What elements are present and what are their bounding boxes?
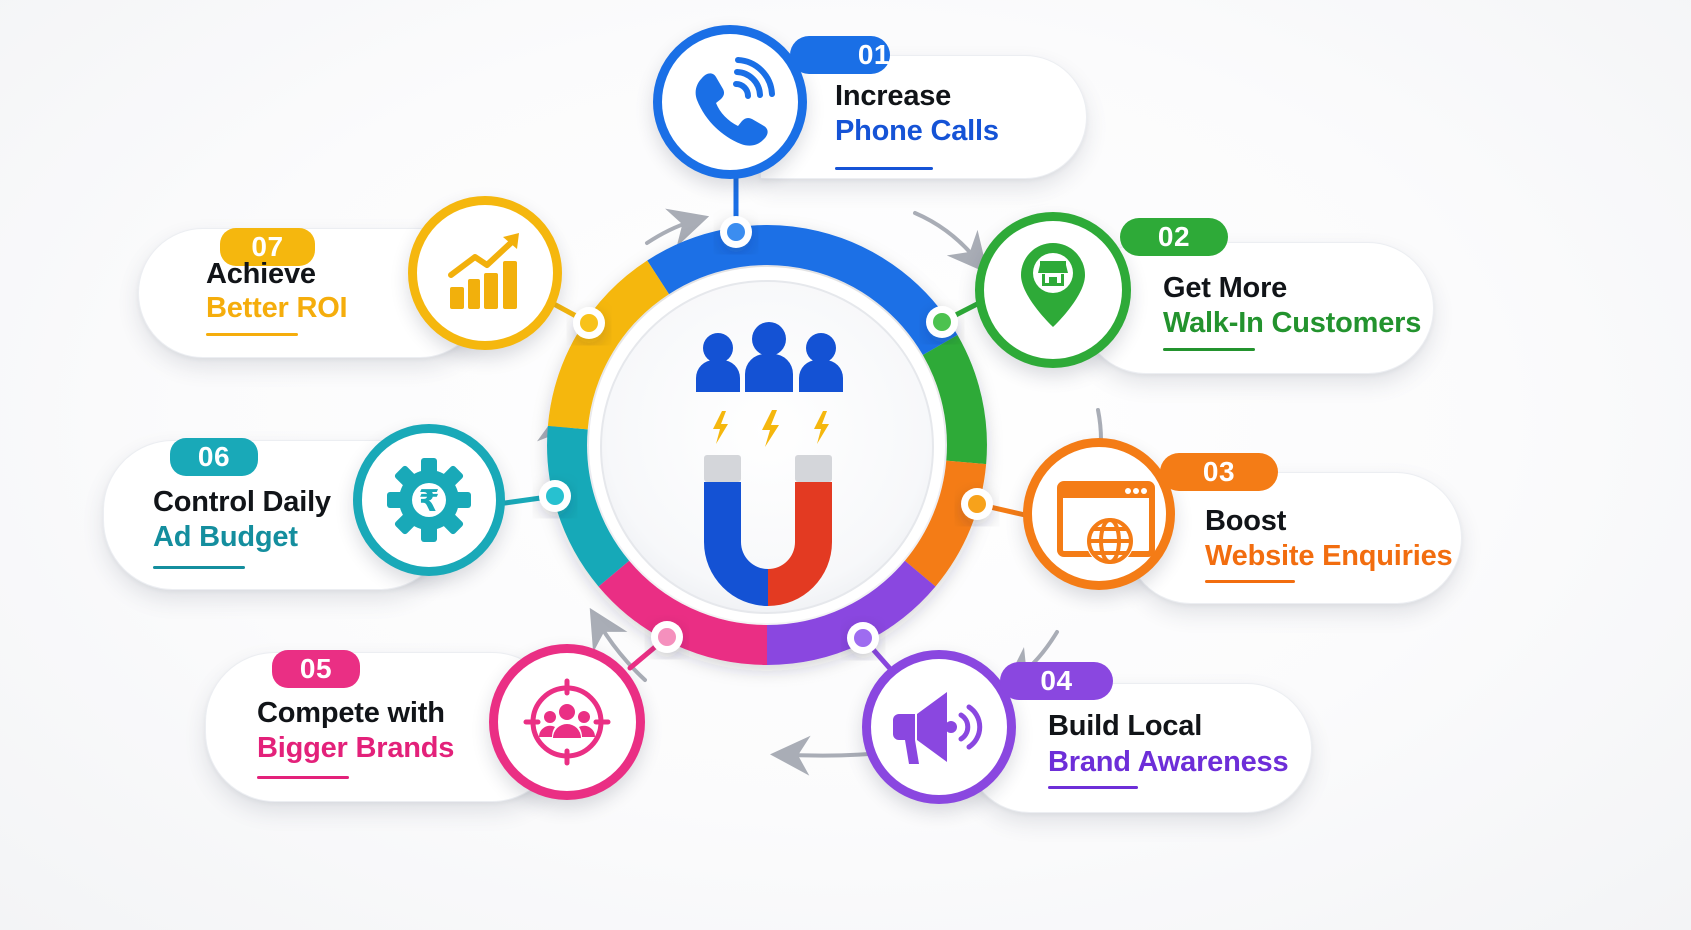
step-title-05: Compete with [257,697,445,729]
step-number-07: 07 [220,228,315,266]
step-card-04 [965,683,1312,813]
step-subtitle-04: Brand Awareness [1048,746,1289,778]
browser-globe-icon [1057,481,1155,565]
phone-call-icon [695,57,775,146]
group-users-icon [696,322,843,392]
step-number-03: 03 [1160,453,1278,491]
step-icon-05 [489,644,645,800]
step-icon-06: ₹ [353,424,505,576]
step-icon-02 [975,212,1131,368]
store-location-pin-icon [1021,243,1085,327]
growth-chart-icon [448,233,519,309]
ring-dots [539,216,993,654]
step-card-03 [1125,472,1462,604]
step-number-04: 04 [1000,662,1113,700]
step-number-05: 05 [272,650,360,688]
horseshoe-magnet-icon [704,455,832,606]
step-number-06: 06 [170,438,258,476]
step-number-02: 02 [1120,218,1228,256]
step-underline-02 [1163,348,1255,351]
step-title-06: Control Daily [153,486,331,518]
step-title-07: Achieve [206,258,316,290]
step-title-04: Build Local [1048,710,1203,742]
step-card-02 [1080,242,1434,374]
step-icon-04 [862,650,1016,804]
step-subtitle-02: Walk-In Customers [1163,307,1422,339]
step-subtitle-03: Website Enquiries [1205,540,1453,572]
arrow-icon [645,208,710,247]
step-number-01: 01 [790,36,890,74]
step-icon-07 [408,196,562,350]
step-icon-01 [653,25,807,179]
step-title-03: Boost [1205,505,1287,537]
step-icon-03 [1023,438,1175,590]
step-underline-03 [1205,580,1295,583]
step-underline-05 [257,776,349,779]
step-subtitle-07: Better ROI [206,292,348,324]
step-underline-06 [153,566,245,569]
step-underline-07 [206,333,298,336]
step-title-02: Get More [1163,272,1288,304]
step-underline-04 [1048,786,1138,789]
step-underline-01 [835,167,933,170]
arrow-icon [589,607,647,682]
lightning-bolt-icon [713,410,829,447]
step-title-01: Increase [835,80,952,112]
megaphone-icon [893,692,983,764]
svg-text:₹: ₹ [419,484,440,519]
step-card-01 [760,55,1087,179]
target-audience-icon [523,678,611,766]
step-subtitle-06: Ad Budget [153,521,298,553]
rupee-gear-icon: ₹ [387,458,471,542]
arrow-icon [913,211,988,274]
step-subtitle-01: Phone Calls [835,115,999,147]
step-subtitle-05: Bigger Brands [257,732,455,764]
